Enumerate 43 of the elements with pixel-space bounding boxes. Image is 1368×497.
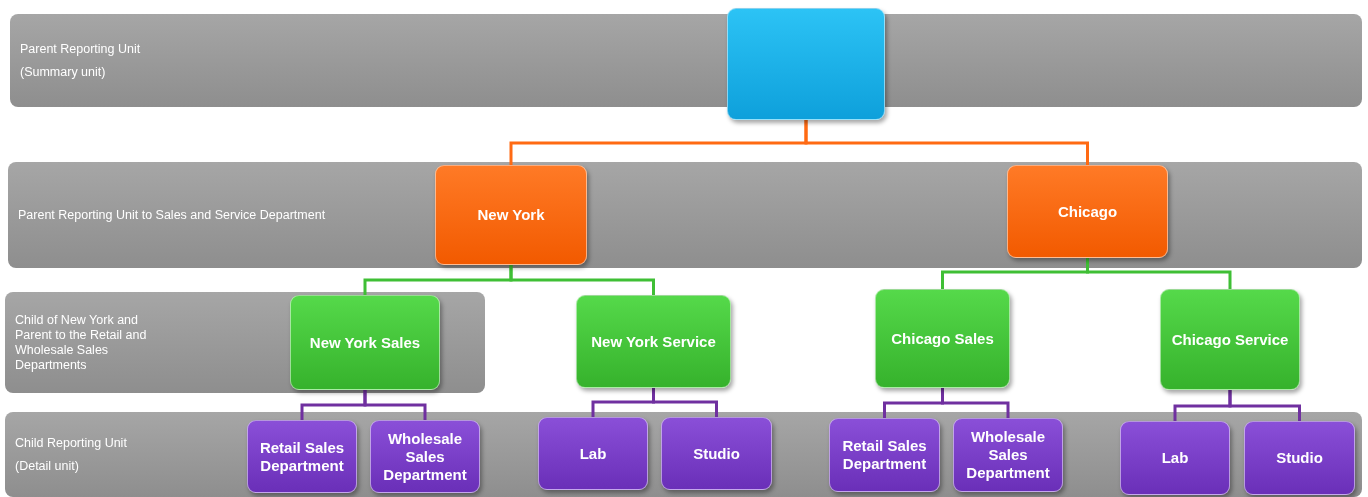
unit-name: New York Sales (309, 333, 421, 352)
level-label: (Detail unit) (15, 458, 80, 474)
unit-name: Wholesale Sales Department (382, 429, 468, 484)
unit-name: Studio (1276, 449, 1323, 467)
level-band (5, 412, 1362, 497)
org-unit-box (435, 165, 587, 265)
connector-line (941, 388, 1010, 418)
unit-name: Retail Sales Department (841, 437, 928, 473)
unit-name: Studio (693, 444, 740, 463)
unit-name: Wholesale Sales Department (965, 428, 1051, 482)
unit-name: Chicago (1057, 202, 1118, 221)
org-unit-box (370, 420, 480, 493)
unit-name: Chicago Sales (891, 329, 994, 348)
org-unit-box (953, 418, 1063, 492)
connector-line (509, 265, 655, 295)
unit-name: Lab (579, 444, 607, 463)
org-unit-box (1244, 421, 1355, 495)
unit-name: New York (477, 206, 545, 224)
level-label: Parent Reporting Unit to Sales and Service Department (18, 207, 327, 223)
unit-name: Chicago Service (1171, 330, 1289, 349)
org-unit-box (1007, 165, 1168, 258)
org-unit-box (875, 289, 1010, 388)
org-unit-box (1120, 421, 1230, 495)
org-unit-box (1160, 289, 1300, 390)
unit-name: Lab (1161, 449, 1189, 467)
org-unit-box (727, 8, 885, 120)
connector-line (363, 390, 427, 420)
connector-line (1228, 390, 1301, 421)
org-unit-box (290, 295, 440, 390)
level-label: Child Reporting Unit (15, 435, 128, 451)
org-unit-box (661, 417, 772, 490)
org-unit-box (829, 418, 940, 492)
level-label: Child of New York and Parent to the Retail and Wholesale Sales Departments (15, 312, 148, 373)
unit-name: Retail Sales Department (258, 438, 346, 475)
level-label: Parent Reporting Unit (20, 41, 142, 57)
org-unit-box (538, 417, 648, 490)
level-band (5, 292, 485, 393)
unit-name: New York Service (591, 332, 716, 351)
org-unit-box (576, 295, 731, 388)
org-unit-box (247, 420, 357, 493)
level-label: (Summary unit) (20, 64, 107, 80)
level-band (8, 162, 1362, 268)
connector-line (804, 120, 1089, 165)
